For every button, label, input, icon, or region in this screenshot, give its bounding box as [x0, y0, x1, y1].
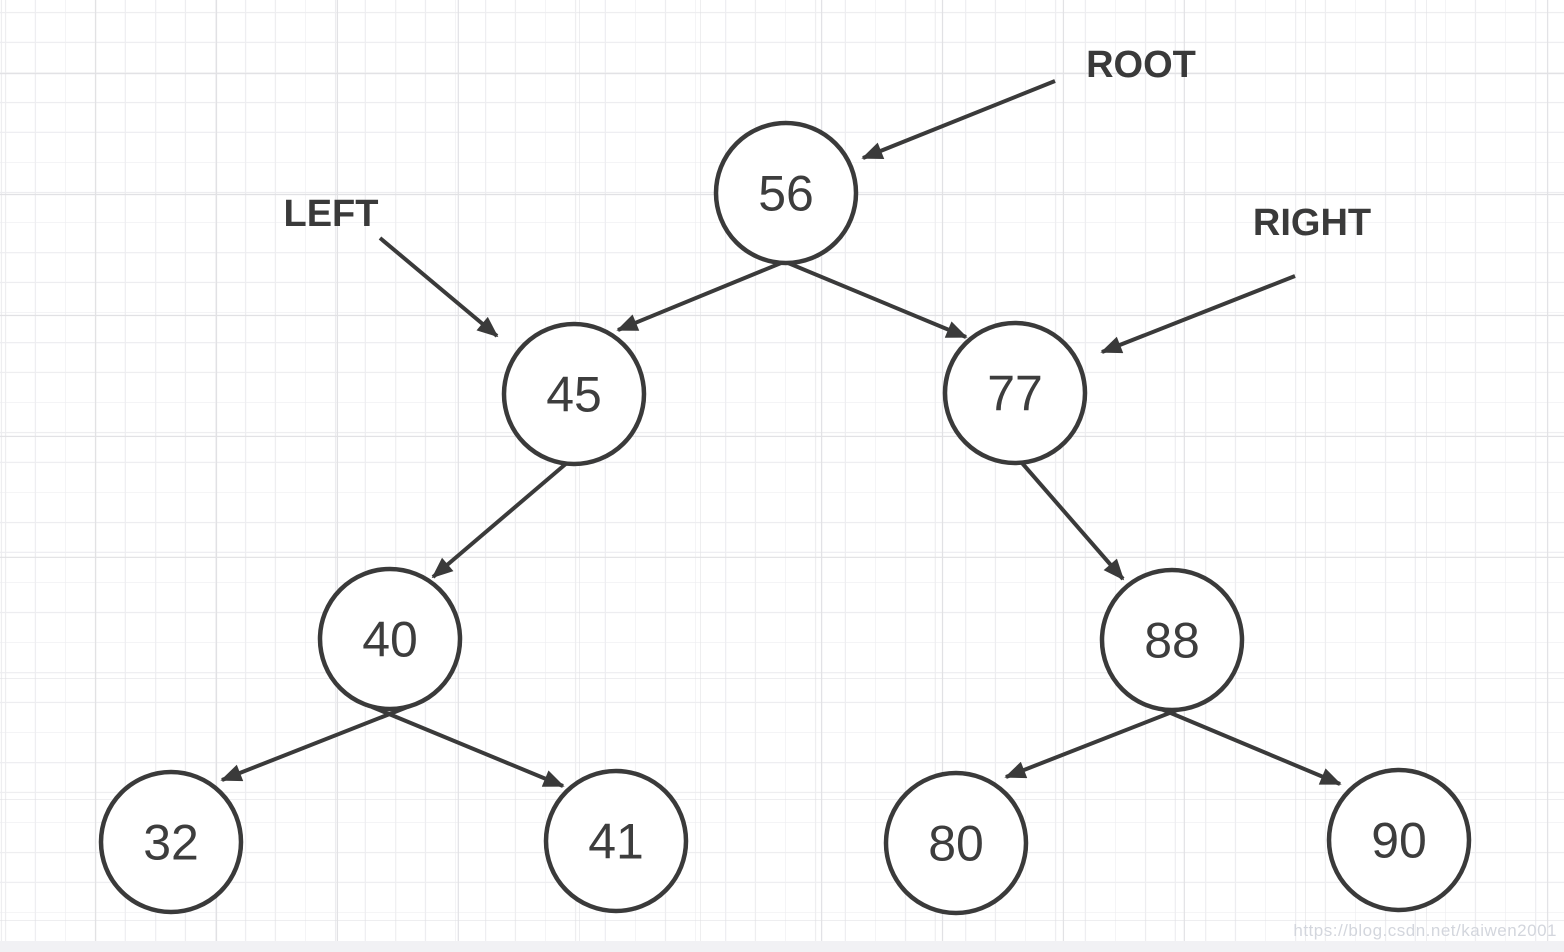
- annotations-layer: ROOT LEFT RIGHT: [284, 44, 1371, 354]
- edge-45-40: [431, 460, 570, 579]
- tree-node-56: 56: [713, 120, 859, 266]
- annotation-arrow-left: [378, 236, 499, 338]
- node-value: 80: [928, 816, 984, 872]
- node-value: 40: [362, 612, 418, 668]
- tree-node-45: 45: [501, 321, 647, 467]
- edge-40-41: [371, 705, 565, 788]
- tree-node-88: 88: [1099, 567, 1245, 713]
- edges-layer: [220, 250, 1342, 788]
- node-circle: [883, 770, 1029, 916]
- node-circle: [543, 768, 689, 914]
- node-circle: [942, 320, 1088, 466]
- node-value: 90: [1371, 813, 1427, 869]
- node-circle: [1326, 767, 1472, 913]
- edge-88-90: [1153, 704, 1342, 786]
- annotation-label-right: RIGHT: [1253, 202, 1371, 244]
- watermark-url: https://blog.csdn.net/kaiwen2001: [1293, 921, 1557, 940]
- node-value: 88: [1144, 613, 1200, 669]
- edge-88-80: [1004, 703, 1191, 779]
- node-circle: [713, 120, 859, 266]
- edge-56-77: [763, 251, 968, 339]
- node-circle: [98, 769, 244, 915]
- edge-40-32: [220, 704, 411, 782]
- annotation-label-left: LEFT: [284, 193, 379, 235]
- tree-node-77: 77: [942, 320, 1088, 466]
- node-value: 41: [588, 814, 644, 870]
- node-value: 77: [987, 366, 1043, 422]
- annotation-arrow-right: [1100, 274, 1296, 354]
- node-value: 45: [546, 367, 602, 423]
- tree-node-32: 32: [98, 769, 244, 915]
- annotation-arrow-root: [861, 79, 1056, 160]
- node-value: 32: [143, 815, 199, 871]
- node-circle: [1099, 567, 1245, 713]
- tree-node-41: 41: [543, 768, 689, 914]
- tree-node-80: 80: [883, 770, 1029, 916]
- node-circle: [317, 566, 463, 712]
- edge-77-88: [1020, 461, 1125, 581]
- node-circle: [501, 321, 647, 467]
- tree-node-90: 90: [1326, 767, 1472, 913]
- annotation-label-root: ROOT: [1086, 44, 1196, 86]
- edge-56-45: [616, 250, 809, 332]
- tree-node-40: 40: [317, 566, 463, 712]
- bottom-strip: [0, 941, 1564, 952]
- nodes-layer: 56 45 77 40 88 32 41 80 90: [98, 120, 1472, 916]
- node-value: 56: [758, 166, 814, 222]
